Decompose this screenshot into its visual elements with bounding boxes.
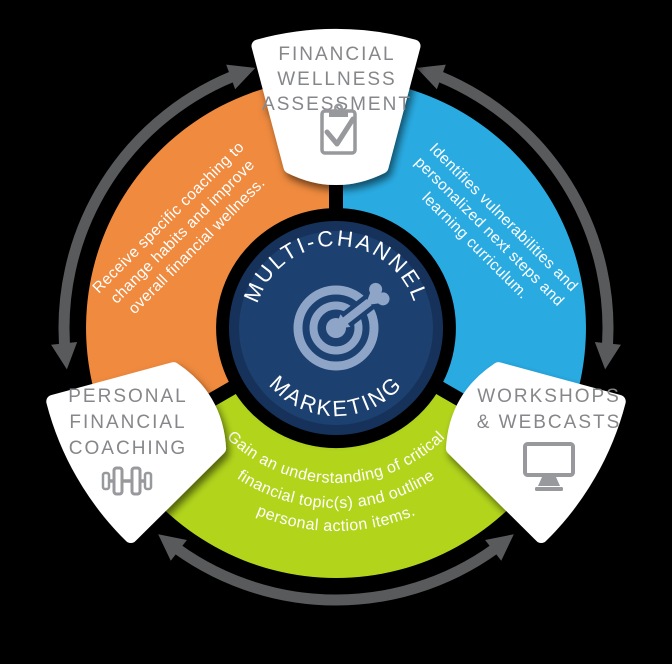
clipboard-check-icon: [320, 103, 357, 155]
wedge-left-shape: [46, 362, 227, 544]
center-circle: MULTI-CHANNEL MARKETING: [229, 221, 443, 435]
monitor-icon: [523, 442, 575, 491]
dumbbell-icon: [101, 466, 153, 496]
target-dart-icon: [293, 276, 396, 371]
cycle-arrow-left: [51, 64, 256, 370]
dart: [334, 276, 396, 330]
wedge-right-line2: & WEBCASTS: [477, 412, 622, 433]
cycle-arrows: [51, 64, 621, 606]
cycle-arrow-bottom: [158, 534, 514, 606]
wedge-top-line1: FINANCIAL: [278, 44, 395, 65]
wedge-left: PERSONAL FINANCIAL COACHING: [46, 362, 227, 544]
wedge-left-line2: FINANCIAL: [69, 412, 186, 433]
wedge-left-line3: COACHING: [69, 438, 187, 459]
segment-green: [124, 391, 548, 579]
wedge-right-line1: WORKSHOPS: [477, 386, 621, 407]
cycle-arrow-right: [416, 64, 621, 370]
wedge-top-line2: WELLNESS: [277, 69, 396, 90]
wedge-right: WORKSHOPS & WEBCASTS: [445, 362, 626, 544]
wedge-right-shape: [445, 362, 626, 544]
wedge-top: FINANCIAL WELLNESS ASSESSMENT: [251, 28, 421, 185]
wedge-left-line1: PERSONAL: [68, 386, 187, 407]
